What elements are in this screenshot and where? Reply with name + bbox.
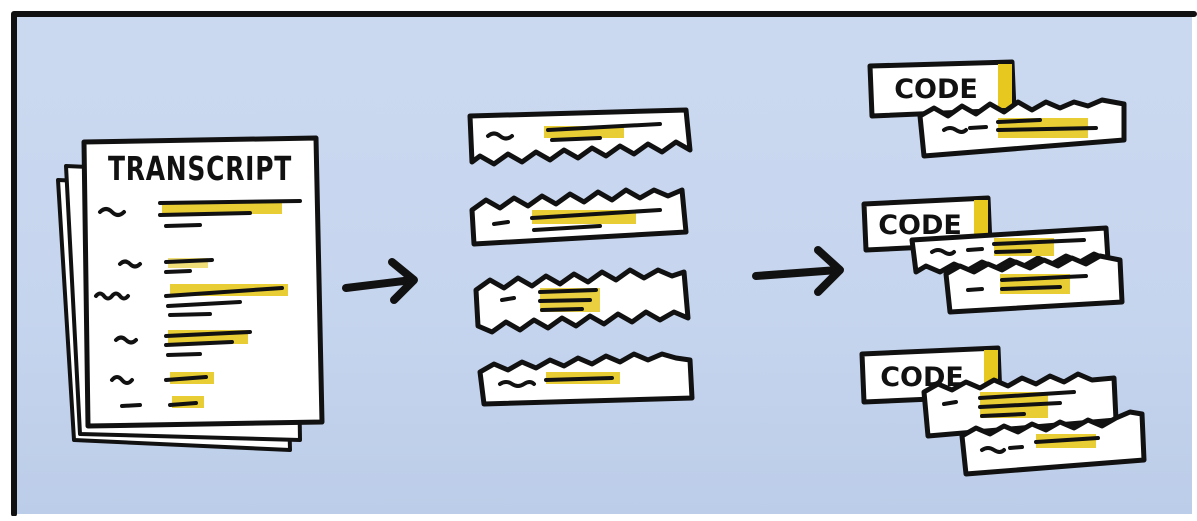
code-tag-label: CODE [894,74,978,105]
transcript-document: TRANSCRIPT [58,138,322,450]
transcript-title: TRANSCRIPT [108,149,292,188]
